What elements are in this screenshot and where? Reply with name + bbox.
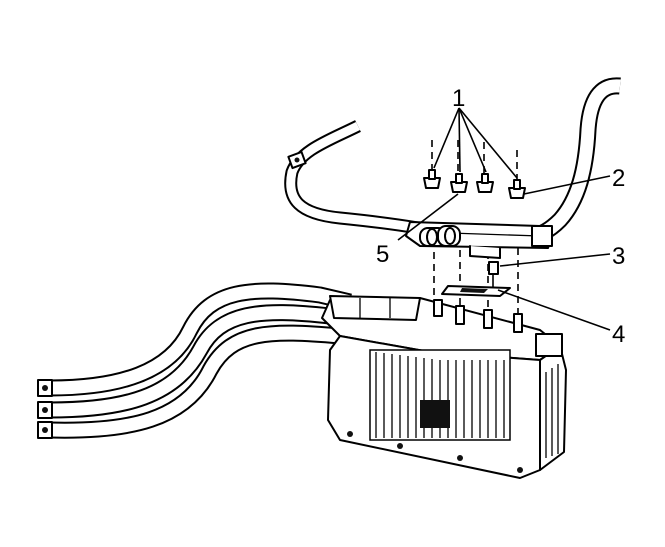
mounting-bolts xyxy=(423,169,526,199)
callout-1: 1 xyxy=(452,85,465,112)
callout-3: 3 xyxy=(612,243,625,270)
bolt xyxy=(476,173,494,193)
heat-sink-fins xyxy=(369,349,511,441)
power-inverter-module xyxy=(321,295,567,479)
right-coolant-hose xyxy=(529,77,621,245)
hose-end-fittings xyxy=(37,379,53,439)
leader-lines xyxy=(397,107,611,331)
callout-5: 5 xyxy=(376,241,389,268)
stud xyxy=(488,261,499,290)
coolant-pipe-bracket xyxy=(405,221,553,259)
bolt xyxy=(423,169,441,189)
upper-coolant-hose xyxy=(284,120,442,239)
callout-4: 4 xyxy=(612,321,625,348)
left-cooler-hoses xyxy=(37,282,387,439)
callout-2: 2 xyxy=(612,165,625,192)
bolt xyxy=(508,179,526,199)
gasket xyxy=(441,285,511,297)
bolt xyxy=(450,173,468,193)
